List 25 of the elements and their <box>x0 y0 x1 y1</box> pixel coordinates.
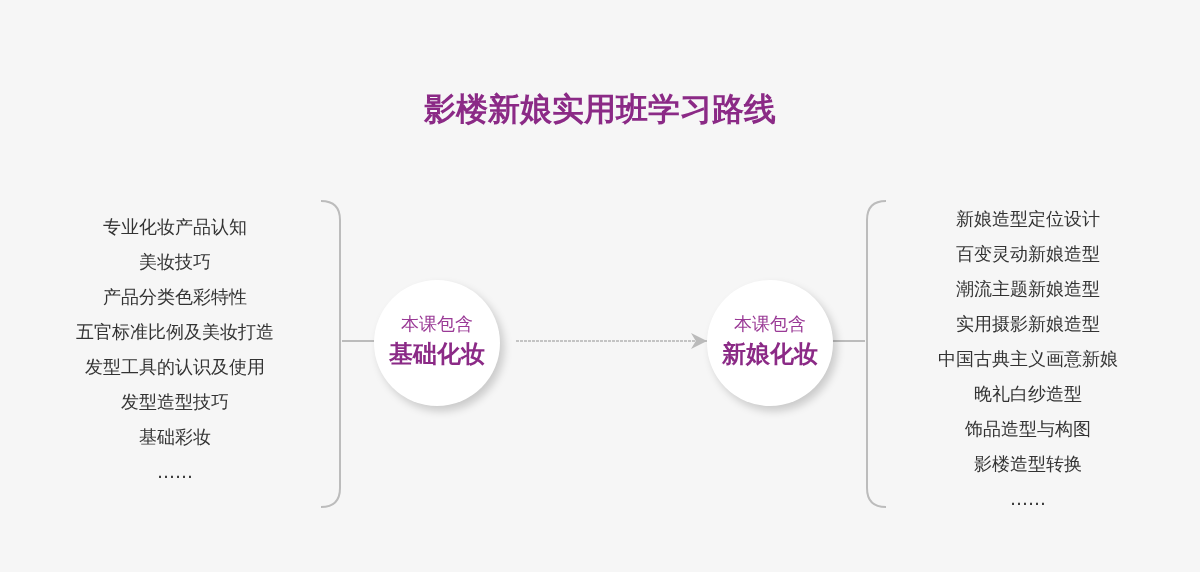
arrow <box>515 333 708 349</box>
list-item: 影楼造型转换 <box>973 452 1083 476</box>
connector-line <box>832 340 866 342</box>
list-item: …… <box>1009 487 1047 511</box>
list-item: 发型工具的认识及使用 <box>84 355 266 379</box>
connector-line <box>341 340 375 342</box>
title: 影楼新娘实用班学习路线 <box>423 89 777 130</box>
list-item: 百变灵动新娘造型 <box>955 242 1101 266</box>
list-item: 美妆技巧 <box>138 250 212 274</box>
list-item: 发型造型技巧 <box>120 390 230 414</box>
list-item: 中国古典主义画意新娘 <box>937 347 1119 371</box>
list-item: 晚礼白纱造型 <box>973 382 1083 406</box>
circle-heading: 基础化妆 <box>388 339 486 370</box>
circle-subtitle: 本课包含 <box>733 312 807 336</box>
list-item: …… <box>156 460 194 484</box>
list-item: 新娘造型定位设计 <box>955 207 1101 231</box>
list-item: 潮流主题新娘造型 <box>955 277 1101 301</box>
list-item: 专业化妆产品认知 <box>102 215 248 239</box>
circle-subtitle: 本课包含 <box>400 312 474 336</box>
list-item: 五官标准比例及美妆打造 <box>75 320 275 344</box>
list-item: 实用摄影新娘造型 <box>955 312 1101 336</box>
list-item: 饰品造型与构图 <box>964 417 1092 441</box>
list-item: 产品分类色彩特性 <box>102 285 248 309</box>
list-item: 基础彩妆 <box>138 425 212 449</box>
circle-heading: 新娘化妆 <box>721 339 819 370</box>
